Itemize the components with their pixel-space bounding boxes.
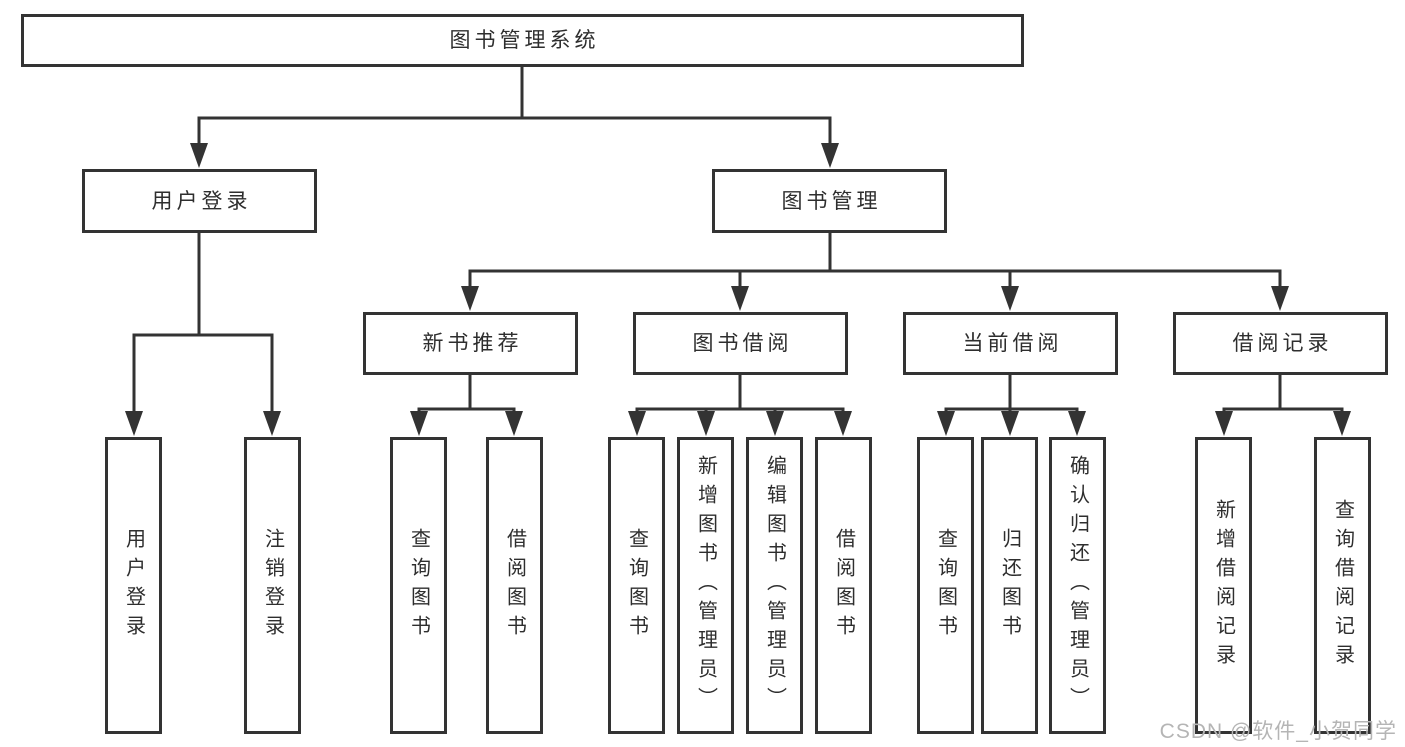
leaf-current-return: 归还图书 [981, 437, 1038, 734]
leaf-user-login-label: 用户登录 [122, 527, 145, 644]
leaf-logout-label: 注销登录 [261, 527, 284, 644]
node-root-system: 图书管理系统 [21, 14, 1024, 67]
leaf-user-login: 用户登录 [105, 437, 162, 734]
leaf-current-query: 查询图书 [917, 437, 974, 734]
leaf-newbook-borrow: 借阅图书 [486, 437, 543, 734]
node-book-management: 图书管理 [712, 169, 947, 233]
leaf-borrow-edit-admin-label: 编辑图书（管理员） [763, 455, 786, 716]
leaf-borrow-edit-admin: 编辑图书（管理员） [746, 437, 803, 734]
leaf-newbook-borrow-label: 借阅图书 [503, 527, 526, 644]
node-root-label: 图书管理系统 [449, 29, 600, 52]
leaf-newbook-query-label: 查询图书 [407, 527, 430, 644]
watermark: CSDN @软件_小贺同学 [1159, 720, 1397, 743]
leaf-logout: 注销登录 [244, 437, 301, 734]
node-book-management-label: 图书管理 [781, 189, 882, 213]
leaf-newbook-query: 查询图书 [390, 437, 447, 734]
leaf-borrow-borrow-label: 借阅图书 [832, 527, 855, 644]
node-user-login: 用户登录 [82, 169, 317, 233]
leaf-record-query: 查询借阅记录 [1314, 437, 1371, 734]
leaf-current-confirm-admin-label: 确认归还（管理员） [1066, 455, 1089, 716]
leaf-record-query-label: 查询借阅记录 [1331, 498, 1354, 673]
node-book-borrow: 图书借阅 [633, 312, 848, 375]
node-book-borrow-label: 图书借阅 [692, 332, 793, 355]
node-current-borrow-label: 当前借阅 [962, 332, 1063, 355]
leaf-current-query-label: 查询图书 [934, 527, 957, 644]
leaf-borrow-add-admin-label: 新增图书（管理员） [694, 455, 717, 716]
leaf-record-add-label: 新增借阅记录 [1212, 498, 1235, 673]
leaf-borrow-borrow: 借阅图书 [815, 437, 872, 734]
leaf-borrow-query: 查询图书 [608, 437, 665, 734]
node-user-login-label: 用户登录 [151, 189, 252, 213]
leaf-record-add: 新增借阅记录 [1195, 437, 1252, 734]
node-current-borrow: 当前借阅 [903, 312, 1118, 375]
leaf-borrow-query-label: 查询图书 [625, 527, 648, 644]
node-new-book-recommend-label: 新书推荐 [422, 332, 523, 355]
leaf-current-confirm-admin: 确认归还（管理员） [1049, 437, 1106, 734]
leaf-current-return-label: 归还图书 [998, 527, 1021, 644]
node-borrow-record-label: 借阅记录 [1232, 332, 1333, 355]
node-borrow-record: 借阅记录 [1173, 312, 1388, 375]
node-new-book-recommend: 新书推荐 [363, 312, 578, 375]
leaf-borrow-add-admin: 新增图书（管理员） [677, 437, 734, 734]
